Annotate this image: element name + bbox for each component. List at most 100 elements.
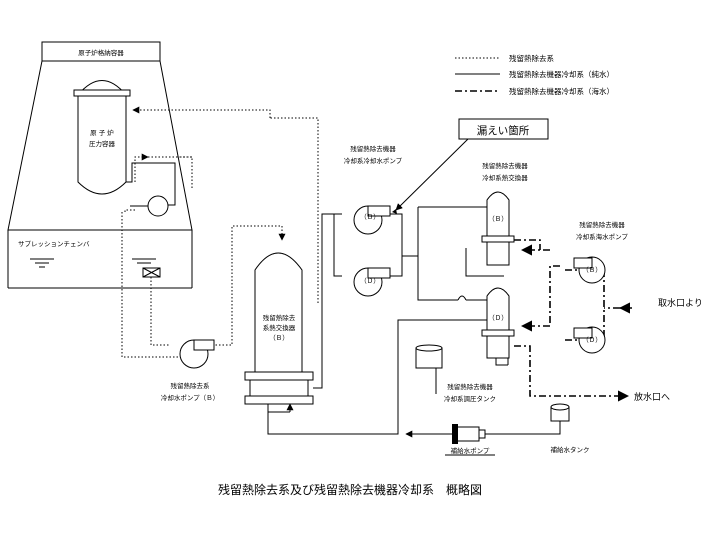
containment-head xyxy=(41,41,161,62)
rcw-heat-exchanger-d: （Ｄ） xyxy=(481,287,515,359)
makeup-pump-motor xyxy=(452,424,458,444)
rhr-hx-label-2: 系熱交換器 xyxy=(263,323,296,332)
rcw-hx-d-tag: （Ｄ） xyxy=(488,314,508,322)
rhr-piping xyxy=(121,106,319,358)
rhr-pump-label-2: 冷却水ポンプ（Ｂ） xyxy=(161,393,219,402)
strainer-cross xyxy=(142,267,161,278)
rcw-hx-b-shell xyxy=(486,191,510,266)
hx-b-sea-out xyxy=(514,239,541,250)
rcw-hx-label-2: 冷却系熱交換器 xyxy=(482,173,528,182)
rhr-return-line xyxy=(132,106,271,118)
rcw-pump-label-1: 残留熱除去機器 xyxy=(350,144,396,153)
sea-pump-header xyxy=(549,265,560,326)
rhr-hx-bottom-flange xyxy=(244,395,314,405)
sea-pump-label-2: 冷却系海水ポンプ xyxy=(576,232,628,241)
rhr-pump-outlet xyxy=(193,339,215,351)
leak-label: 漏えい箇所 xyxy=(477,124,530,137)
reactor-pressure-vessel: 原 子 炉 圧力容器 xyxy=(73,80,131,195)
rcw-hx-b-flange xyxy=(481,235,515,243)
rcw-pump-d: （Ｄ） xyxy=(353,267,391,297)
makeup-pump-body xyxy=(454,426,480,442)
surge-tank-label-1: 残留熱除去機器 xyxy=(447,382,493,391)
suppression-label: サプレッションチェンバ xyxy=(18,240,90,248)
rcw-pump-suction xyxy=(333,214,342,277)
rcw-heat-exchanger-b: 残留熱除去機器 冷却系熱交換器 （Ｂ） xyxy=(481,161,528,266)
makeup-pump-outlet xyxy=(478,429,486,439)
sea-pump-d-outlet xyxy=(573,327,593,339)
leak-box xyxy=(458,118,549,140)
surge-tank: 残留熱除去機器 冷却系調圧タンク xyxy=(415,344,496,403)
rhr-pump-label-1: 残留熱除去系 xyxy=(171,381,211,390)
rhr-pump-discharge xyxy=(212,225,286,346)
rcw-hx-b-tag: （Ｂ） xyxy=(488,215,508,223)
containment-label: 原子炉格納容器 xyxy=(78,48,124,57)
surge-tank-top xyxy=(415,344,443,352)
recirculation-loop xyxy=(126,162,176,217)
rhr-hx-shell xyxy=(254,252,303,373)
rpv-label-2: 圧力容器 xyxy=(89,139,116,148)
rhr-loop xyxy=(148,156,193,190)
makeup-pump-label: 補給水ポンプ xyxy=(451,446,490,455)
rhr-hx-outlet xyxy=(270,117,319,303)
rcw-hx-b-outlet xyxy=(465,248,504,277)
rcw-sea-piping xyxy=(514,239,632,402)
rhr-hx-flange xyxy=(244,371,314,381)
rcw-pump-d-outlet xyxy=(367,267,391,279)
legend-sea-label: 残留熱除去機器冷却系（海水） xyxy=(509,86,614,96)
legend-rhr-label: 残留熱除去系 xyxy=(509,53,554,63)
rhr-hx-channel xyxy=(249,379,309,397)
sea-pump-b-outlet xyxy=(573,257,593,269)
legend: 残留熱除去系 残留熱除去機器冷却系（純水） 残留熱除去機器冷却系（海水） xyxy=(455,53,614,96)
reactor-building: 原子炉格納容器 サプレッションチェンバ xyxy=(7,41,193,289)
rcw-pump-b-discharge xyxy=(390,213,403,260)
rpv-label-1: 原 子 炉 xyxy=(90,128,114,137)
leak-arrow xyxy=(395,138,469,211)
rhr-hx-label-1: 残留熱除去 xyxy=(263,313,296,322)
sea-pump-b-tag: （Ｂ） xyxy=(582,266,602,274)
makeup-pump: 補給水ポンプ xyxy=(445,424,495,456)
sea-pump-label-1: 残留熱除去機器 xyxy=(579,220,625,229)
rpv-body xyxy=(77,80,127,195)
rcw-hx-outlet xyxy=(313,213,342,389)
outfall-label: 放水口へ xyxy=(634,391,670,403)
makeup-tank-top xyxy=(550,403,570,411)
intake-label: 取水口より xyxy=(658,297,703,309)
sea-pump-d: （Ｄ） xyxy=(573,326,606,354)
rcw-hx-d-flange xyxy=(481,329,515,337)
rcw-pump-d-tag: （Ｄ） xyxy=(360,277,380,285)
rcw-hx-label-1: 残留熱除去機器 xyxy=(482,161,528,170)
leak-mark xyxy=(392,209,397,214)
rcw-riser xyxy=(417,207,458,301)
rhr-to-rpv xyxy=(134,153,149,182)
recirc-pump xyxy=(147,195,169,217)
makeup-tank-line xyxy=(485,420,561,435)
containment-wall xyxy=(7,60,193,231)
surge-tank-label-2: 冷却系調圧タンク xyxy=(444,394,496,403)
rcw-pump-label-2: 冷却系冷却水ポンプ xyxy=(344,156,403,165)
rpv-flange xyxy=(73,89,131,97)
rhr-suction-branch xyxy=(150,277,170,346)
rcw-hx-d-shell xyxy=(486,287,510,359)
outfall-line xyxy=(514,345,630,402)
rhr-hx-label-3: （Ｂ） xyxy=(269,334,289,342)
rhr-branch xyxy=(124,209,137,212)
rcw-pump-b-tag: （Ｂ） xyxy=(360,213,380,221)
makeup-tank: 補給水タンク xyxy=(550,403,590,454)
leak-callout: 漏えい箇所 xyxy=(392,118,549,214)
diagram-title: 残留熱除去系及び残留熱除去機器冷却系 概略図 xyxy=(218,482,482,497)
rcw-pump-b-outlet xyxy=(367,205,391,217)
recirc-pipe xyxy=(126,162,176,206)
crossover-jump xyxy=(457,295,467,301)
makeup-tank-label: 補給水タンク xyxy=(551,445,590,454)
legend-pure-label: 残留熱除去機器冷却系（純水） xyxy=(509,69,614,79)
rhr-suction-line xyxy=(121,212,178,358)
sea-pump-d-tag: （Ｄ） xyxy=(582,336,602,344)
rcw-pump-b: （Ｂ） xyxy=(353,205,391,235)
rhr-heat-exchanger-b: 残留熱除去 系熱交換器 （Ｂ） xyxy=(244,252,314,405)
sea-pump-b: （Ｂ） xyxy=(573,256,606,284)
rhr-pump-b: 残留熱除去系 冷却水ポンプ（Ｂ） xyxy=(161,339,219,402)
rcw-hx-d-outlet xyxy=(495,358,508,366)
rcw-pump-d-discharge xyxy=(390,256,403,277)
